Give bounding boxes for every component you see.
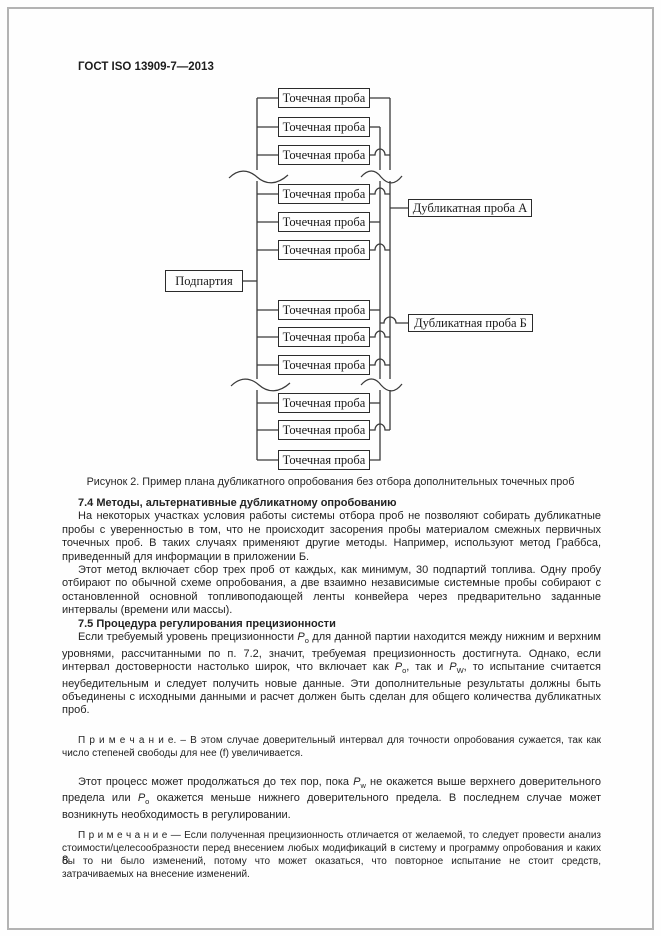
break-squiggle bbox=[228, 170, 289, 184]
sublot-box: Подпартия bbox=[165, 270, 243, 292]
note-1: П р и м е ч а н и е. – В этом случае дов… bbox=[62, 734, 601, 759]
increment-box: Точечная проба bbox=[278, 420, 370, 440]
body-text-column: 7.4 Методы, альтернативные дубликатному … bbox=[62, 497, 601, 881]
section-7-5-heading: 7.5 Процедура регулирования прецизионнос… bbox=[78, 617, 336, 630]
increment-box: Точечная проба bbox=[278, 240, 370, 260]
doc-header: ГОСТ ISO 13909-7—2013 bbox=[78, 61, 214, 73]
section-7-5-paragraph-1: Если требуемый уровень прецизионности Pо… bbox=[62, 631, 601, 717]
section-7-4-paragraph-1: На некоторых участках условия работы сис… bbox=[62, 510, 601, 563]
increment-box: Точечная проба bbox=[278, 88, 370, 108]
page-number: 8 bbox=[62, 855, 69, 867]
increment-box: Точечная проба bbox=[278, 117, 370, 137]
increment-box: Точечная проба bbox=[278, 355, 370, 375]
break-squiggle bbox=[360, 170, 403, 184]
increment-box: Точечная проба bbox=[278, 327, 370, 347]
figure-caption: Рисунок 2. Пример плана дубликатного опр… bbox=[86, 476, 575, 488]
note-2: П р и м е ч а н и е — Если полученная пр… bbox=[62, 830, 601, 881]
duplicate-b-box: Дубликатная проба Б bbox=[408, 314, 533, 332]
increment-box: Точечная проба bbox=[278, 450, 370, 470]
section-7-5-paragraph-2: Этот процесс может продолжаться до тех п… bbox=[62, 775, 601, 822]
duplicate-b-connector bbox=[380, 316, 408, 324]
break-squiggle bbox=[360, 378, 403, 392]
increment-box: Точечная проба bbox=[278, 184, 370, 204]
increment-box: Точечная проба bbox=[278, 212, 370, 232]
increment-box: Точечная проба bbox=[278, 393, 370, 413]
collector-b-line bbox=[370, 127, 381, 461]
section-7-4-heading: 7.4 Методы, альтернативные дубликатному … bbox=[78, 497, 397, 509]
page-border bbox=[7, 7, 654, 930]
increment-box: Точечная проба bbox=[278, 300, 370, 320]
break-squiggle bbox=[230, 378, 291, 392]
increment-box: Точечная проба bbox=[278, 145, 370, 165]
section-7-4-paragraph-2: Этот метод включает сбор трех проб от ка… bbox=[62, 564, 601, 617]
duplicate-a-box: Дубликатная проба А bbox=[408, 199, 532, 217]
